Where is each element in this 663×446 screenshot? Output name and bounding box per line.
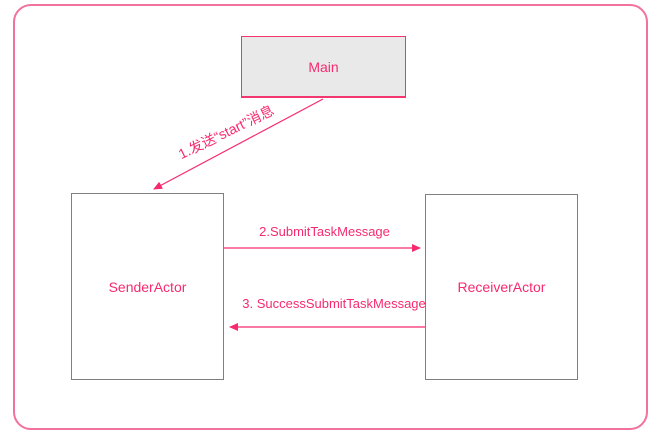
node-main: Main	[241, 36, 406, 98]
message-label-submit-task: 2.SubmitTaskMessage	[259, 224, 390, 239]
node-sender-actor: SenderActor	[71, 193, 224, 380]
node-receiver-actor-label: ReceiverActor	[457, 279, 546, 295]
message-label-success-submit-task: 3. SuccessSubmitTaskMessage	[242, 296, 426, 311]
node-sender-actor-label: SenderActor	[108, 278, 187, 295]
node-main-label: Main	[308, 58, 339, 75]
diagram-frame	[13, 4, 648, 430]
node-receiver-actor: ReceiverActor	[425, 194, 578, 380]
